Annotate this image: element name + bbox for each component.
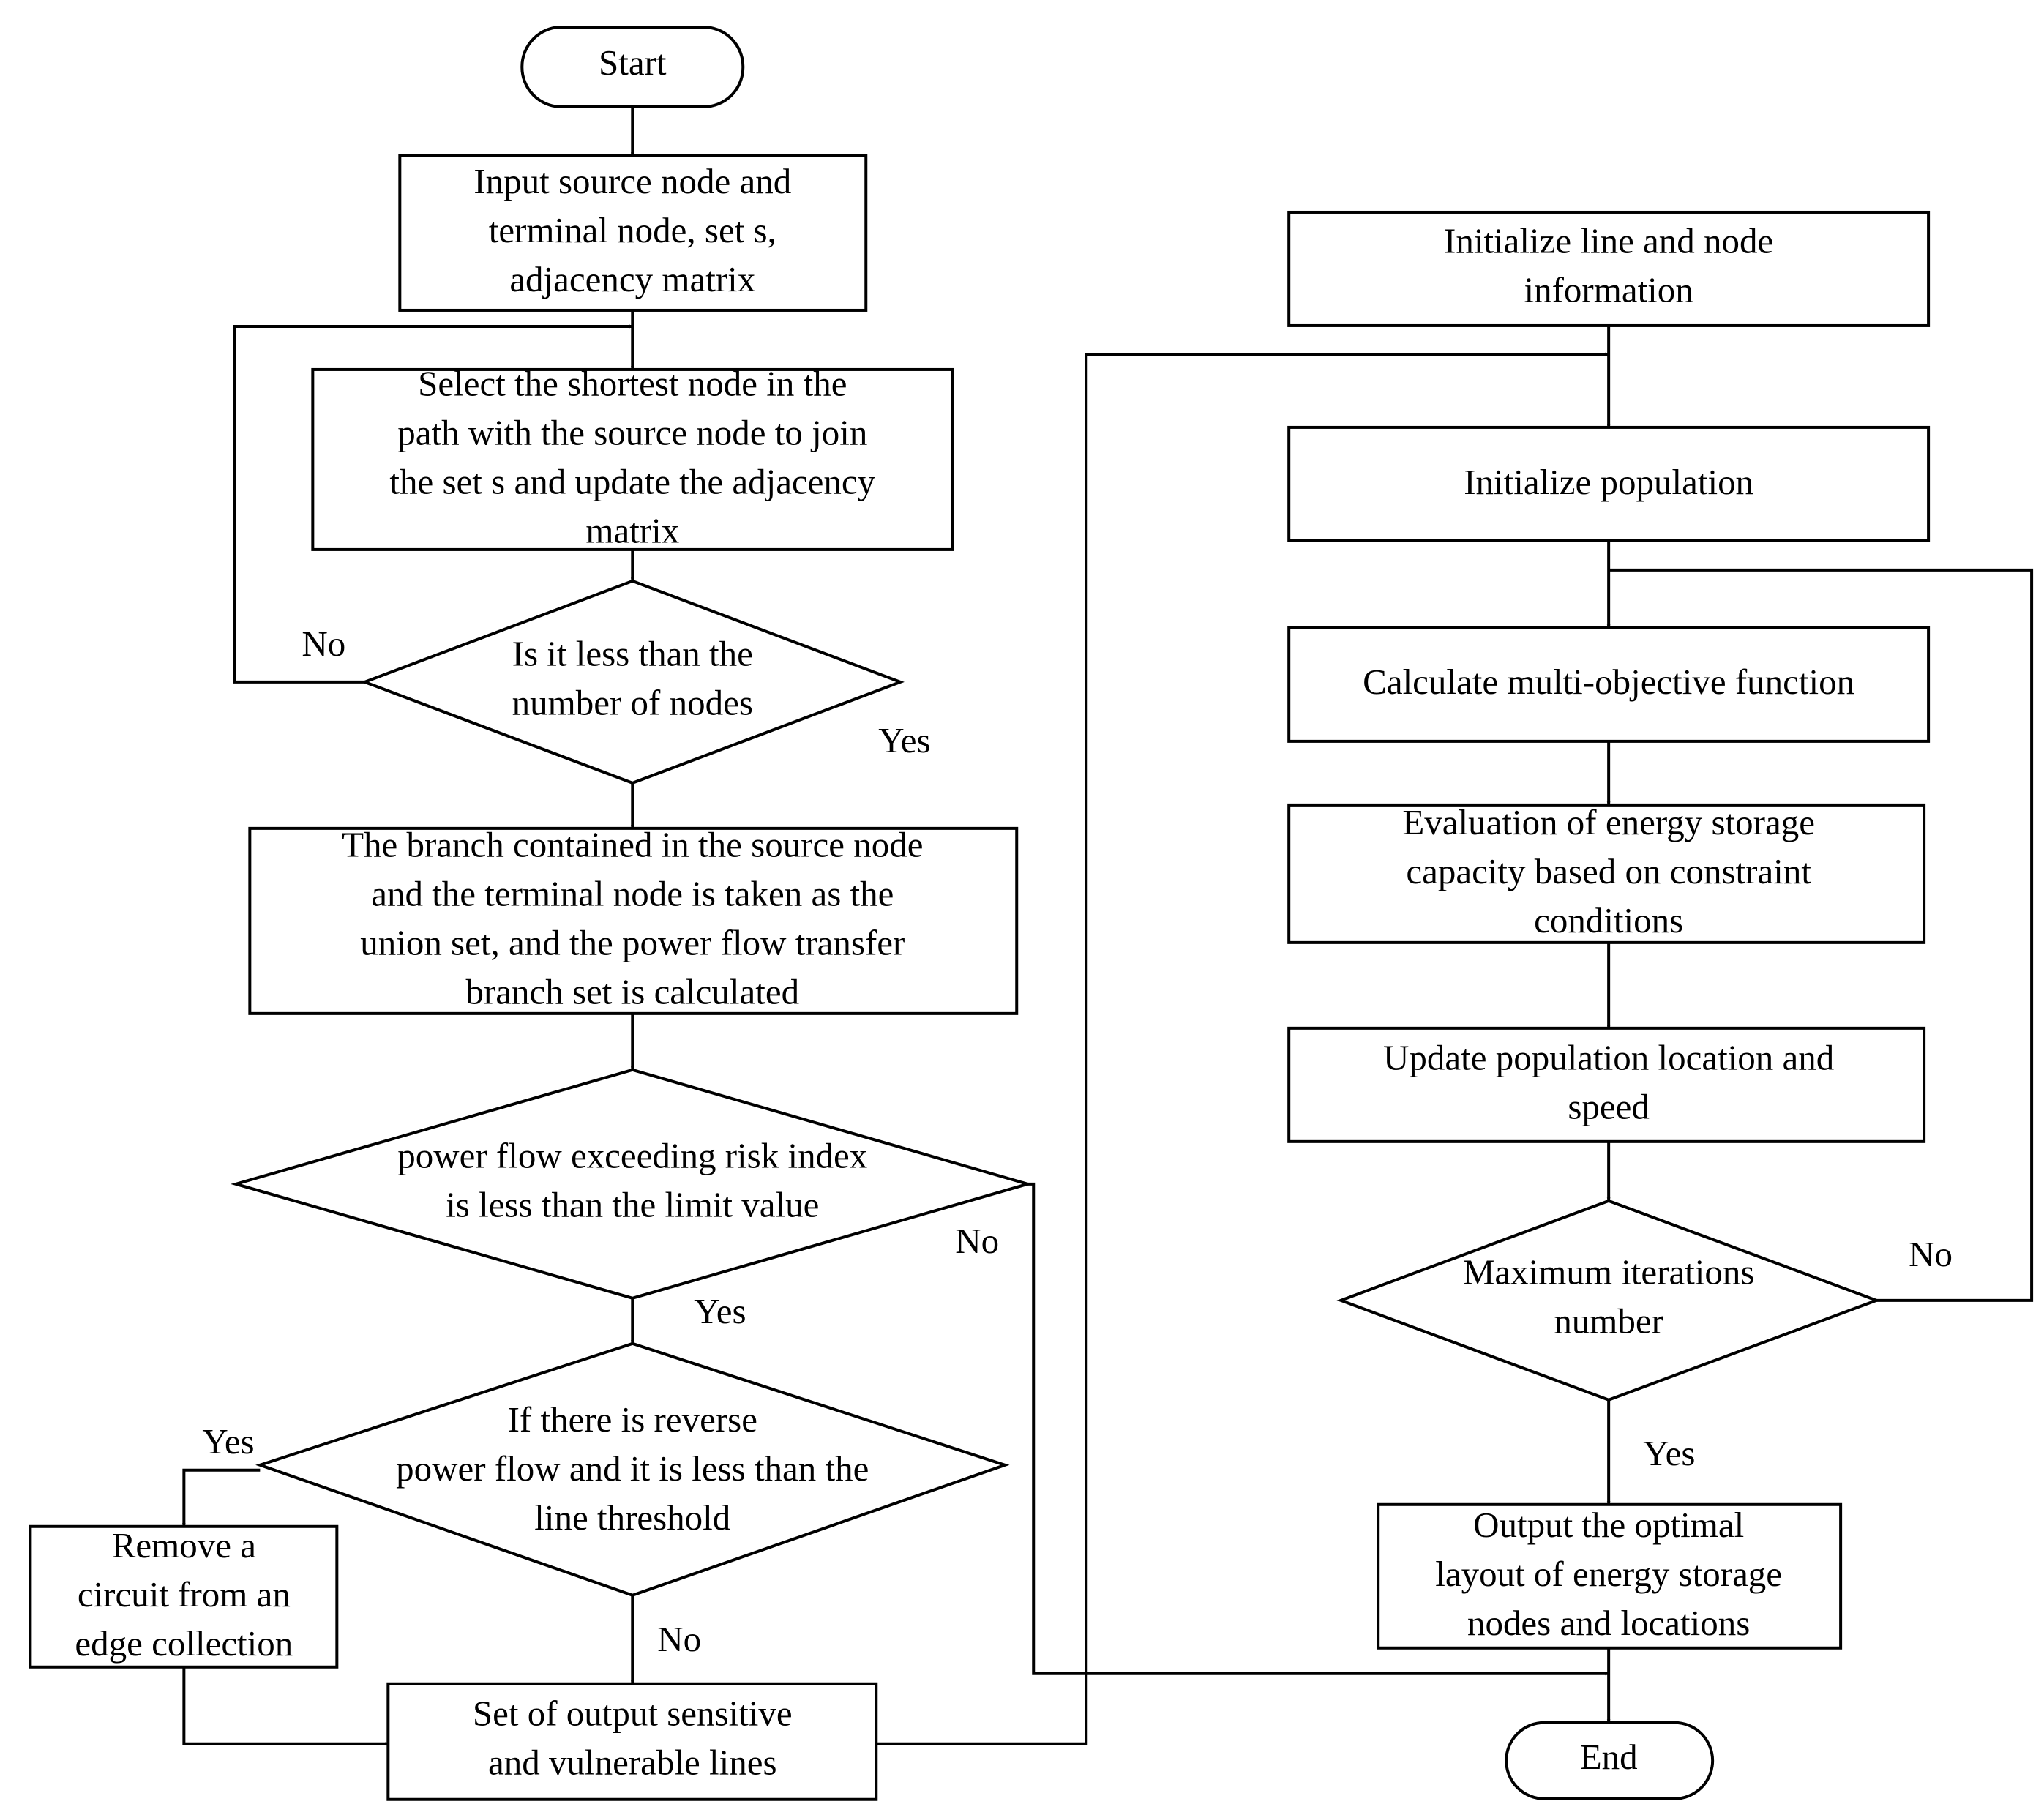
output-set-process bbox=[386, 1682, 878, 1801]
text-line: branch set is calculated bbox=[465, 972, 799, 1012]
init-line-process bbox=[1287, 210, 1931, 327]
select-process bbox=[311, 367, 954, 551]
init-pop-process bbox=[1287, 425, 1931, 542]
reverse-yes-label: Yes bbox=[202, 1421, 254, 1462]
output-opt-process bbox=[1377, 1502, 1843, 1650]
edge-max-iter-no-loop bbox=[1609, 568, 2034, 1302]
connectors bbox=[181, 106, 2034, 1746]
input-process bbox=[398, 154, 868, 312]
text-line: information bbox=[1524, 270, 1693, 310]
eval-process bbox=[1287, 803, 1926, 944]
risk-yes-label: Yes bbox=[694, 1291, 746, 1331]
text-line: and the terminal node is taken as the bbox=[371, 874, 894, 914]
output-set-text: Set of output sensitive and vulnerable li… bbox=[473, 1694, 793, 1783]
start-terminator bbox=[520, 25, 745, 108]
max-iter-yes-label: Yes bbox=[1643, 1433, 1695, 1473]
text-line: is less than the limit value bbox=[446, 1185, 819, 1225]
text-line: number of nodes bbox=[512, 683, 753, 723]
text-line: The branch contained in the source node bbox=[342, 825, 923, 865]
text-line: the set s and update the adjacency bbox=[389, 462, 875, 502]
risk-text: power flow exceeding risk index is less t… bbox=[397, 1136, 867, 1225]
remove-process bbox=[29, 1524, 339, 1669]
reverse-text: If there is reverse power flow and it is … bbox=[396, 1399, 869, 1538]
risk-decision bbox=[231, 1068, 1033, 1300]
text-line: matrix bbox=[585, 511, 679, 551]
edge-output-to-init bbox=[876, 352, 1609, 1745]
text-line: power flow exceeding risk index bbox=[397, 1136, 867, 1176]
end-label: End bbox=[1580, 1737, 1638, 1777]
calc-text: Calculate multi-objective function bbox=[1363, 662, 1854, 702]
less-nodes-no-label: No bbox=[302, 624, 345, 664]
text-line: Is it less than the bbox=[512, 634, 753, 674]
less-nodes-decision bbox=[360, 579, 905, 785]
input-text: Input source node and terminal node, set … bbox=[473, 161, 791, 299]
text-line: circuit from an bbox=[78, 1574, 291, 1614]
eval-text: Evaluation of energy storage capacity bas… bbox=[1402, 802, 1815, 940]
text-line: Initialize line and node bbox=[1444, 221, 1773, 261]
max-iter-decision bbox=[1336, 1199, 1881, 1402]
start-label: Start bbox=[599, 42, 667, 83]
max-iter-no-label: No bbox=[1909, 1234, 1953, 1274]
text-line: Remove a bbox=[112, 1525, 256, 1565]
text-line: Select the shortest node in the bbox=[418, 364, 847, 404]
text-line: speed bbox=[1568, 1087, 1650, 1127]
text-line: capacity based on constraint bbox=[1406, 851, 1811, 891]
text-line: terminal node, set s, bbox=[489, 210, 776, 250]
less-nodes-yes-label: Yes bbox=[878, 720, 930, 760]
text-line: conditions bbox=[1534, 900, 1683, 940]
text-line: number bbox=[1554, 1301, 1663, 1341]
init-pop-text: Initialize population bbox=[1464, 462, 1753, 502]
select-text: Select the shortest node in the path with… bbox=[389, 364, 875, 551]
update-text: Update population location and speed bbox=[1383, 1038, 1834, 1127]
reverse-no-label: No bbox=[657, 1619, 701, 1659]
text-line: Output the optimal bbox=[1473, 1505, 1744, 1545]
text-line: If there is reverse bbox=[508, 1399, 757, 1440]
calc-process bbox=[1287, 626, 1931, 743]
text-line: union set, and the power flow transfer bbox=[360, 923, 905, 963]
text-line: Set of output sensitive bbox=[473, 1694, 793, 1734]
less-nodes-text: Is it less than the number of nodes bbox=[512, 634, 753, 723]
text-line: adjacency matrix bbox=[509, 259, 755, 299]
branch-process bbox=[248, 826, 1019, 1015]
branch-text: The branch contained in the source node a… bbox=[342, 825, 923, 1012]
risk-no-label: No bbox=[955, 1221, 999, 1261]
text-line: Maximum iterations bbox=[1463, 1252, 1755, 1292]
max-iter-text: Maximum iterations number bbox=[1463, 1252, 1755, 1341]
text-line: line threshold bbox=[534, 1497, 730, 1538]
text-line: and vulnerable lines bbox=[488, 1742, 776, 1782]
text-line: edge collection bbox=[75, 1623, 293, 1664]
update-process bbox=[1287, 1026, 1926, 1143]
remove-text: Remove a circuit from an edge collection bbox=[75, 1525, 293, 1664]
text-line: path with the source node to join bbox=[397, 413, 867, 453]
end-terminator bbox=[1505, 1721, 1715, 1800]
text-line: Input source node and bbox=[473, 161, 791, 201]
text-line: power flow and it is less than the bbox=[396, 1448, 869, 1489]
text-line: nodes and locations bbox=[1467, 1603, 1750, 1643]
edge-less-nodes-no-loop bbox=[233, 324, 633, 684]
reverse-decision bbox=[255, 1341, 1010, 1597]
init-line-text: Initialize line and node information bbox=[1444, 221, 1773, 310]
text-line: Update population location and bbox=[1383, 1038, 1834, 1078]
edge-remove-output bbox=[182, 1666, 389, 1746]
edge-reverse-yes bbox=[181, 1468, 261, 1527]
output-opt-text: Output the optimal layout of energy stora… bbox=[1435, 1505, 1782, 1643]
text-line: layout of energy storage bbox=[1435, 1554, 1782, 1594]
text-line: Evaluation of energy storage bbox=[1402, 802, 1815, 842]
